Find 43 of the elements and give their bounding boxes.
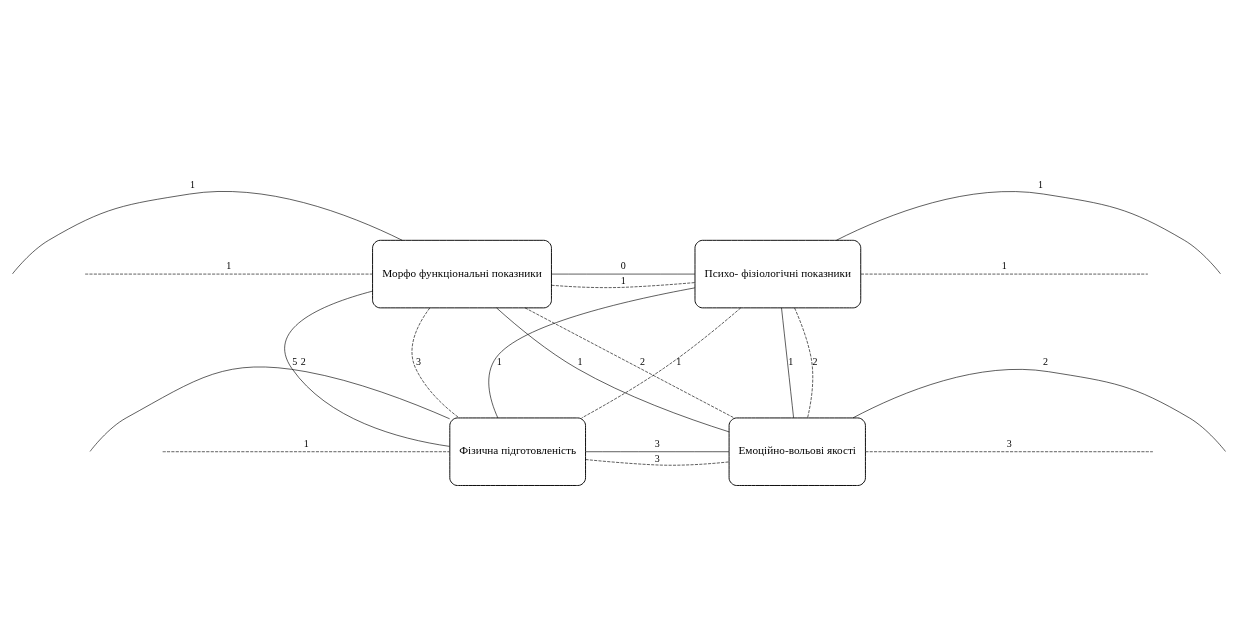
connector xyxy=(865,450,1154,452)
edge-label: 3 xyxy=(654,452,660,464)
edge-label: 1 xyxy=(577,355,583,367)
edge-label: 1 xyxy=(788,355,794,367)
edge-label: 3 xyxy=(654,437,660,449)
connector xyxy=(585,450,730,452)
edge-label: 1 xyxy=(676,355,682,367)
connector xyxy=(12,190,403,274)
connector xyxy=(781,307,794,418)
edge-label: 3 xyxy=(416,355,422,367)
node-box: Емоційно-вольові якості xyxy=(728,416,866,486)
edge-label: 1 xyxy=(1038,178,1044,190)
edge-label: 1 xyxy=(303,437,309,449)
connector xyxy=(860,273,1149,274)
connector xyxy=(836,190,1221,274)
connector xyxy=(488,287,696,418)
edge-label: 2 xyxy=(300,355,306,367)
connector xyxy=(162,450,450,452)
connector xyxy=(84,273,373,274)
connector xyxy=(551,281,696,288)
connector xyxy=(581,307,742,418)
edge-label: 3 xyxy=(1006,437,1012,449)
edge-label: 2 xyxy=(639,355,645,367)
connector xyxy=(496,307,730,432)
edge-label: 1 xyxy=(226,259,232,271)
edge-label: 1 xyxy=(496,355,502,367)
edge-label: 1 xyxy=(1001,259,1007,271)
connector xyxy=(411,307,460,418)
node-box: Психо- фізіологічні показники xyxy=(694,239,862,308)
edge-label: 5 xyxy=(292,355,298,367)
connector xyxy=(284,290,450,447)
node-box: Морфо функціональні показники xyxy=(372,239,552,308)
connector xyxy=(89,366,450,452)
node-box: Фізична підготовленість xyxy=(449,416,586,486)
edge-label: 0 xyxy=(620,259,626,271)
edge-label: 1 xyxy=(620,274,626,286)
edge-label: 2 xyxy=(812,355,818,367)
edge-label: 2 xyxy=(1043,355,1049,367)
connector xyxy=(551,273,696,274)
connector xyxy=(852,368,1226,452)
connector xyxy=(585,458,730,466)
connector xyxy=(524,307,735,418)
edge-label: 1 xyxy=(189,178,195,190)
